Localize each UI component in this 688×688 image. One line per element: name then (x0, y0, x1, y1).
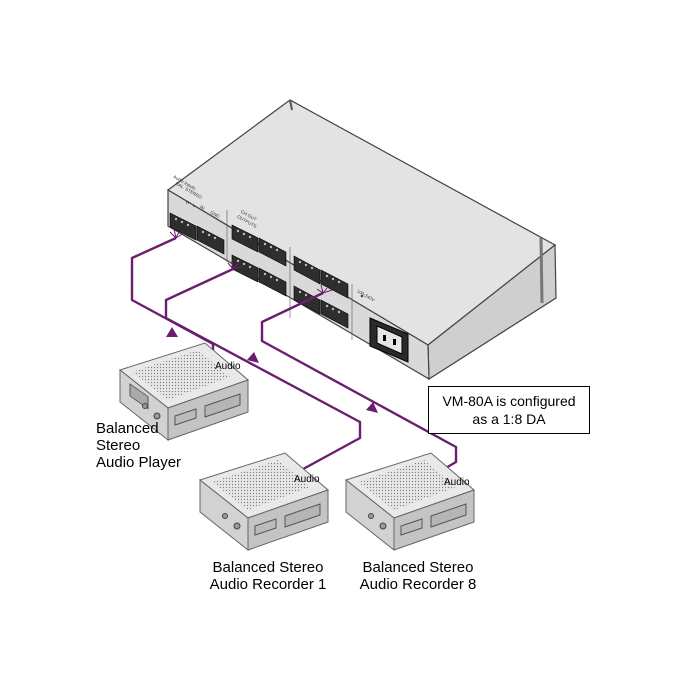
arrow-recorder8 (366, 402, 378, 413)
terminal-blocks (169, 212, 349, 329)
arrow-recorder1 (247, 352, 259, 363)
audio-recorder-8-caption-line-1: Balanced Stereo (362, 559, 474, 576)
terminal-screws (174, 217, 341, 314)
audio-player-caption: Balanced Stereo Audio Player (96, 420, 181, 471)
configuration-note: VM-80A is configured as a 1:8 DA (428, 386, 590, 434)
audio-label-recorder1: Audio (294, 474, 320, 485)
note-line-1: VM-80A is configured (442, 393, 576, 409)
vm-80a-unit (166, 99, 557, 381)
audio-player-caption-line-3: Audio Player (96, 454, 182, 471)
audio-recorder-1-caption-line-2: Audio Recorder 1 (209, 576, 327, 593)
audio-recorder-1-device (198, 452, 329, 552)
audio-recorder-1-caption-line-1: Balanced Stereo (212, 559, 324, 576)
note-line-2: as a 1:8 DA (472, 411, 546, 427)
audio-recorder-1-caption: Balanced Stereo Audio Recorder 1 (196, 559, 340, 593)
cable-player-to-input (130, 236, 215, 362)
power-inlet (369, 317, 409, 363)
audio-label-player: Audio (215, 361, 241, 372)
panel-text-l: L (193, 203, 196, 208)
audio-recorder-8-caption-line-2: Audio Recorder 8 (359, 576, 477, 593)
audio-player-device (118, 342, 249, 442)
arrow-up-player-input (166, 327, 178, 337)
audio-player-caption-line-2: Stereo (96, 437, 141, 454)
panel-text-r: R (186, 200, 190, 205)
signal-arrows (166, 327, 378, 413)
audio-recorder-8-caption: Balanced Stereo Audio Recorder 8 (346, 559, 490, 593)
audio-player-caption-line-1: Balanced (96, 420, 159, 437)
audio-label-recorder8: Audio (444, 477, 470, 488)
audio-recorder-8-device (344, 452, 475, 552)
